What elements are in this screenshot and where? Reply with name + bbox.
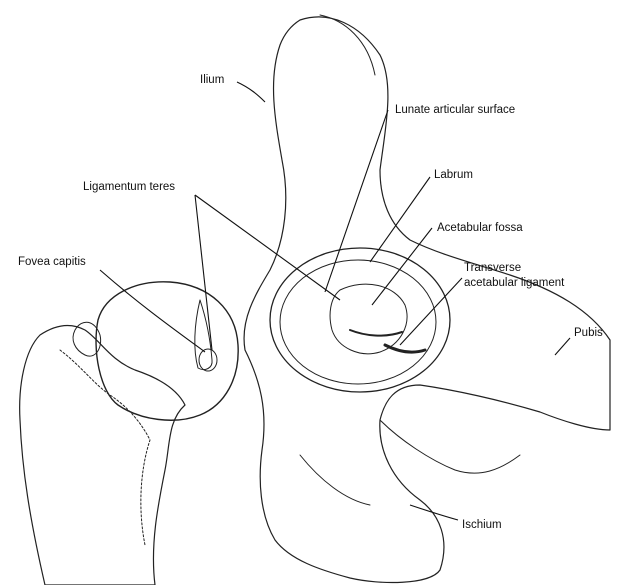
femur-shading-line <box>60 350 150 545</box>
ischium-contour <box>300 455 370 505</box>
leader-transverse <box>400 278 462 345</box>
leader-ilium <box>237 82 265 102</box>
label-transverse-line2: acetabular ligament <box>464 277 565 289</box>
label-labrum: Labrum <box>434 169 473 181</box>
lunate-articular-surface <box>280 260 436 384</box>
obturator-contour <box>380 420 520 473</box>
leader-lunate <box>325 110 388 292</box>
label-ilium: Ilium <box>200 74 224 86</box>
acetabular-fossa-region <box>330 284 407 354</box>
leader-pubis <box>555 338 570 355</box>
fovea-capitis-mark <box>199 349 217 371</box>
label-ischium: Ischium <box>462 519 502 531</box>
leader-labrum <box>370 177 430 262</box>
label-ligamentum-teres: Ligamentum teres <box>83 181 175 193</box>
label-lunate-articular-surface: Lunate articular surface <box>395 104 515 116</box>
femur-shaft <box>20 325 185 585</box>
label-transverse-line1: Transverse <box>464 262 521 274</box>
leader-ischium <box>410 505 458 520</box>
label-acetabular-fossa: Acetabular fossa <box>437 222 523 234</box>
ligamentum-teres-stump <box>195 300 212 370</box>
hip-bone-outline <box>244 17 610 583</box>
labels: Ilium Lunate articular surface Labrum Li… <box>18 74 603 531</box>
leader-acetabular-fossa <box>372 228 432 305</box>
leader-lines <box>100 82 570 520</box>
femur <box>20 322 185 585</box>
leader-ligamentum-teres-head <box>195 195 212 350</box>
femoral-head-surface <box>96 282 238 420</box>
label-pubis: Pubis <box>574 327 603 339</box>
leader-ligamentum-teres-socket <box>195 195 340 300</box>
ligamentum-teres-fibers <box>350 330 402 336</box>
label-fovea-capitis: Fovea capitis <box>18 256 86 268</box>
hip-bone <box>244 15 610 583</box>
femoral-head <box>96 282 238 420</box>
